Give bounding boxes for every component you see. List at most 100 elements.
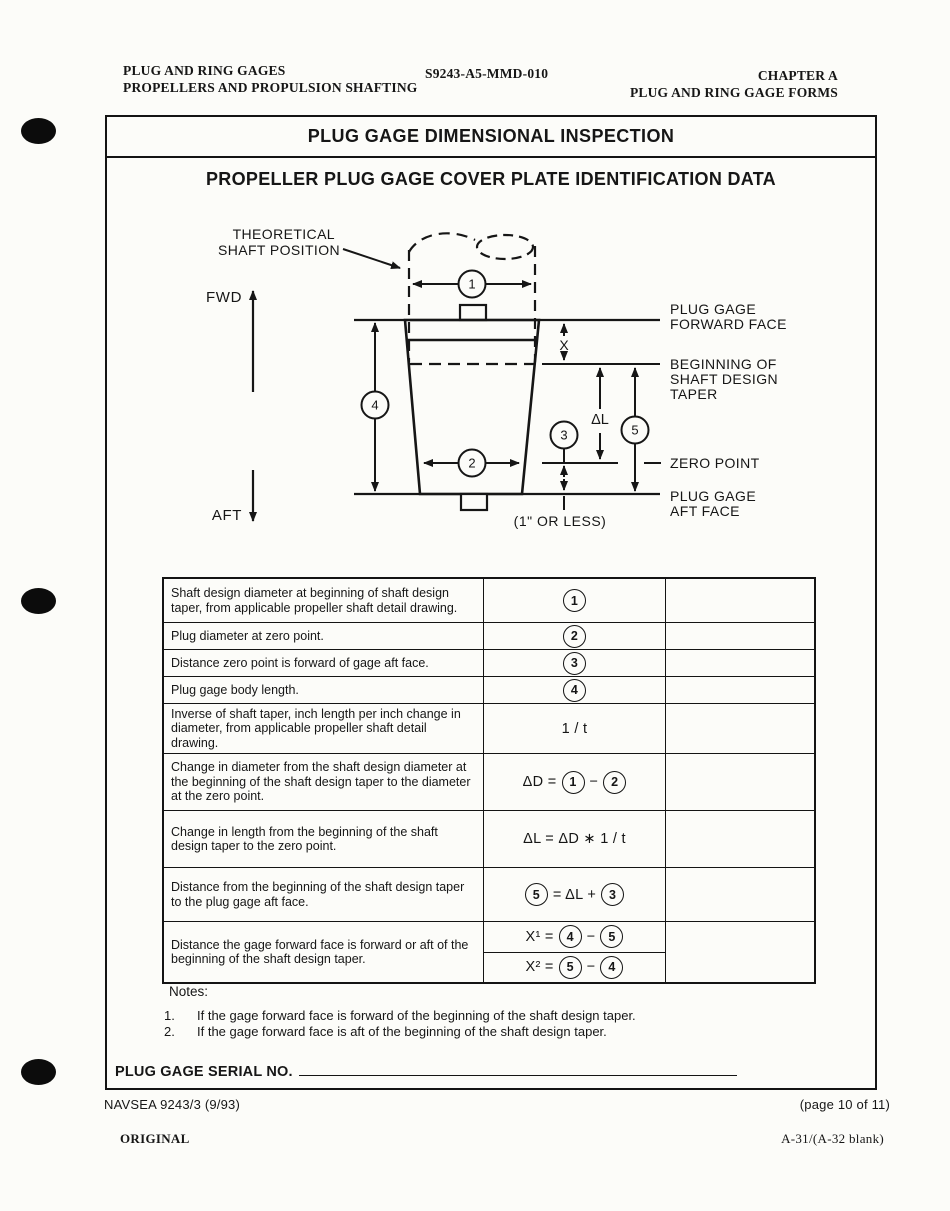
footer-page-count: (page 10 of 11) bbox=[799, 1097, 890, 1112]
spec-row-4-formula: 4 bbox=[484, 676, 666, 703]
spec-row-2-description: Plug diameter at zero point. bbox=[164, 622, 484, 649]
spec-row-3-formula: 3 bbox=[484, 649, 666, 676]
label-theoretical-line2: SHAFT POSITION bbox=[218, 242, 340, 258]
formula-line: 1 bbox=[484, 579, 665, 622]
formula-text: 1 / t bbox=[561, 720, 588, 737]
shaft-break-ellipse bbox=[475, 233, 535, 261]
label-forward-face-line2: FORWARD FACE bbox=[670, 316, 787, 332]
plug-bottom-key bbox=[459, 492, 489, 512]
hole-punch-middle bbox=[21, 588, 56, 614]
balloon-5 bbox=[620, 415, 650, 445]
formula-line: ΔL = ΔD ∗ 1 / t bbox=[484, 811, 665, 867]
spec-row-3-value-blank bbox=[666, 649, 814, 676]
serial-number-label: PLUG GAGE SERIAL NO. bbox=[115, 1064, 293, 1080]
circled-number: 4 bbox=[558, 925, 582, 949]
spec-row-8-description: Distance from the beginning of the shaft… bbox=[164, 867, 484, 921]
form-border: PLUG GAGE DIMENSIONAL INSPECTION PROPELL… bbox=[105, 115, 877, 1090]
formula-line: X¹ =4−5 bbox=[484, 922, 665, 952]
spec-row-9-description: Distance the gage forward face is forwar… bbox=[164, 921, 484, 982]
footer-page-ref: A-31/(A-32 blank) bbox=[781, 1131, 884, 1146]
circled-number: 2 bbox=[563, 624, 586, 648]
formula-line: ΔD =1−2 bbox=[484, 754, 665, 810]
label-delta-l: ΔL bbox=[591, 412, 609, 428]
plug-top-key bbox=[458, 303, 488, 322]
spec-row-5-value-blank bbox=[666, 703, 814, 753]
spec-row-3-description: Distance zero point is forward of gage a… bbox=[164, 649, 484, 676]
formula-line: 3 bbox=[484, 650, 665, 676]
theoretical-leader-arrow bbox=[342, 248, 401, 269]
balloon-5-number: 5 bbox=[631, 423, 638, 438]
label-aft-face-line1: PLUG GAGE bbox=[670, 488, 756, 504]
plug-gage-diagram: THEORETICAL SHAFT POSITION FWD AFT 1 4 bbox=[206, 226, 787, 529]
circled-number: 1 bbox=[561, 770, 585, 794]
footer-form-number: NAVSEA 9243/3 (9/93) bbox=[104, 1097, 241, 1112]
spec-row-6-value-blank bbox=[666, 753, 814, 810]
spec-row-1-formula: 1 bbox=[484, 579, 666, 622]
header-right-line2: PLUG AND RING GAGE FORMS bbox=[629, 85, 838, 100]
notes-title: Notes: bbox=[169, 984, 209, 999]
balloon-1 bbox=[457, 269, 487, 299]
formula-text: ΔD = bbox=[522, 774, 557, 790]
formula-line: 1 / t bbox=[484, 704, 665, 753]
circled-number: 5 bbox=[600, 925, 624, 949]
formula-text: − bbox=[586, 928, 596, 945]
spec-row-7-description: Change in length from the beginning of t… bbox=[164, 810, 484, 867]
circled-number: 2 bbox=[603, 770, 627, 794]
formula-line: 5= ΔL +3 bbox=[484, 868, 665, 921]
spec-row-9-value-blank bbox=[666, 921, 814, 982]
hole-punch-bottom bbox=[21, 1059, 56, 1085]
circled-number: 5 bbox=[558, 955, 582, 979]
formula-text: − bbox=[586, 959, 596, 976]
spec-row-7-formula: ΔL = ΔD ∗ 1 / t bbox=[484, 810, 666, 867]
balloon-1-number: 1 bbox=[468, 277, 475, 292]
footer-original: ORIGINAL bbox=[120, 1131, 190, 1146]
spec-row-5-description: Inverse of shaft taper, inch length per … bbox=[164, 703, 484, 753]
spec-row-4-value-blank bbox=[666, 676, 814, 703]
label-forward-face-line1: PLUG GAGE bbox=[670, 301, 756, 317]
shaft-break-arc bbox=[408, 232, 476, 253]
hole-punch-top bbox=[21, 118, 56, 144]
formula-line: X² =5−4 bbox=[484, 951, 665, 983]
label-aft: AFT bbox=[212, 507, 242, 524]
spec-row-2-value-blank bbox=[666, 622, 814, 649]
serial-number-blank bbox=[298, 1062, 737, 1076]
note-item-2: 2. If the gage forward face is aft of the… bbox=[164, 1024, 607, 1040]
label-x: X bbox=[559, 337, 569, 353]
note-2-number: 2. bbox=[164, 1024, 175, 1039]
circled-number: 1 bbox=[563, 589, 586, 612]
spec-row-6-formula: ΔD =1−2 bbox=[484, 753, 666, 810]
formula-text: X¹ = bbox=[525, 928, 554, 945]
spec-row-5-formula: 1 / t bbox=[484, 703, 666, 753]
header-right: CHAPTER A PLUG AND RING GAGE FORMS bbox=[630, 67, 838, 101]
formula-text: ΔL = ΔD ∗ 1 / t bbox=[523, 831, 626, 847]
form-subtitle: PROPELLER PLUG GAGE COVER PLATE IDENTIFI… bbox=[206, 169, 776, 189]
formula-text: − bbox=[589, 774, 599, 790]
note-item-1: 1. If the gage forward face is forward of… bbox=[164, 1008, 636, 1024]
spec-row-7-value-blank bbox=[666, 810, 814, 867]
label-taper-line1: BEGINNING OF bbox=[670, 356, 777, 372]
note-1-text: If the gage forward face is forward of t… bbox=[197, 1008, 636, 1023]
header-right-line1: CHAPTER A bbox=[757, 68, 838, 83]
note-2-text: If the gage forward face is aft of the b… bbox=[197, 1024, 607, 1039]
balloon-4-number: 4 bbox=[371, 398, 378, 413]
spec-row-8-value-blank bbox=[666, 867, 814, 921]
label-theoretical-line1: THEORETICAL bbox=[233, 226, 335, 242]
spec-row-2-formula: 2 bbox=[484, 622, 666, 649]
serial-number-row: PLUG GAGE SERIAL NO. bbox=[115, 1062, 737, 1080]
label-one-inch-or-less: (1" OR LESS) bbox=[514, 513, 607, 529]
balloon-2 bbox=[457, 448, 487, 478]
label-fwd: FWD bbox=[206, 289, 242, 306]
label-zero-point: ZERO POINT bbox=[670, 455, 760, 471]
spec-row-6-description: Change in diameter from the shaft design… bbox=[164, 753, 484, 810]
note-1-number: 1. bbox=[164, 1008, 175, 1023]
header-left-line2: PROPELLERS AND PROPULSION SHAFTING bbox=[123, 80, 418, 95]
balloon-2-number: 2 bbox=[468, 456, 475, 471]
header-left: PLUG AND RING GAGES PROPELLERS AND PROPU… bbox=[123, 62, 417, 96]
spec-row-8-formula: 5= ΔL +3 bbox=[484, 867, 666, 921]
spec-row-4-description: Plug gage body length. bbox=[164, 676, 484, 703]
label-aft-face-line2: AFT FACE bbox=[670, 503, 740, 519]
balloon-4 bbox=[360, 390, 390, 420]
formula-line: 2 bbox=[484, 623, 665, 649]
